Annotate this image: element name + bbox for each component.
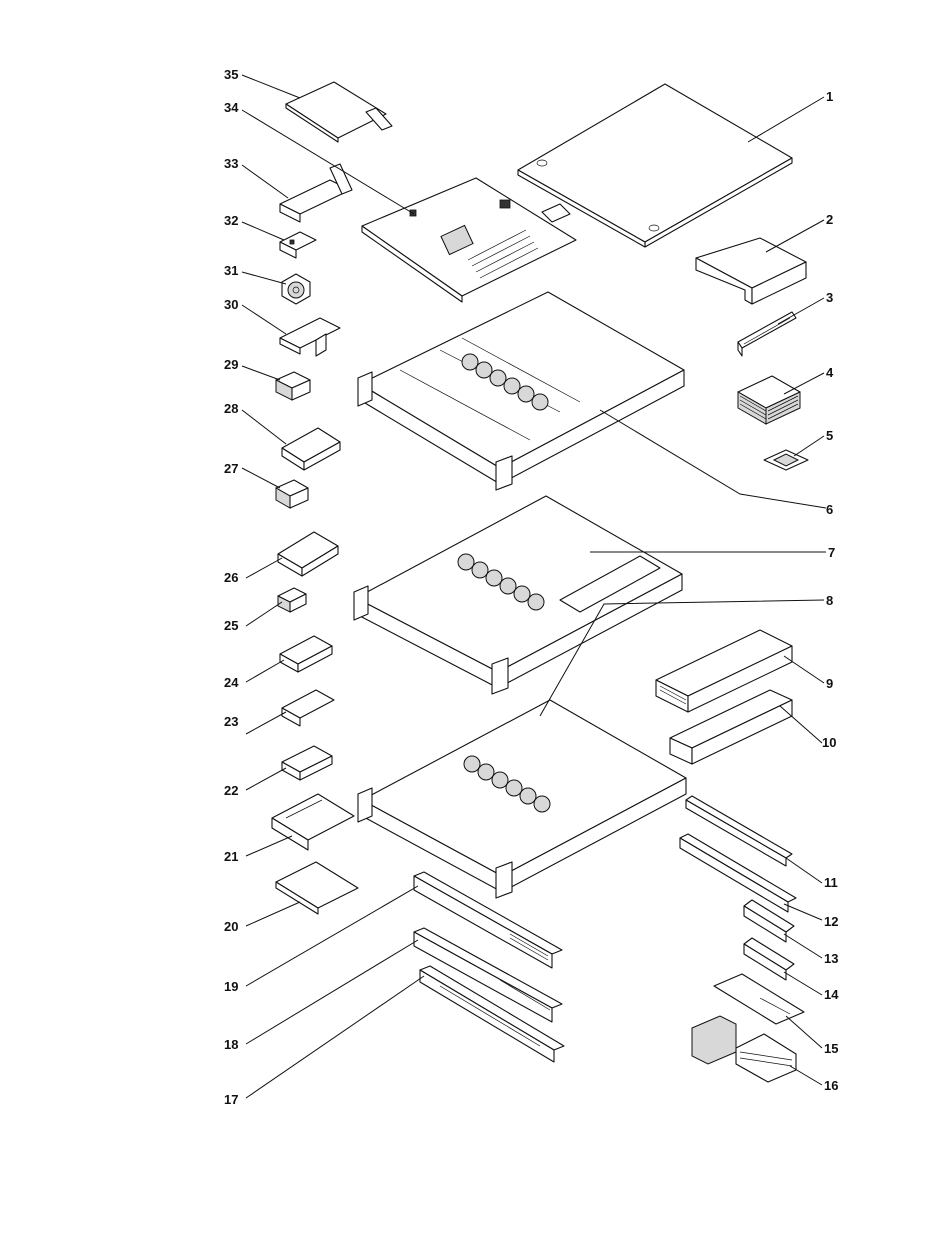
callout-29: 29 [224, 357, 238, 372]
callout-16: 16 [824, 1078, 838, 1093]
callout-24: 24 [224, 675, 239, 690]
part-15-adapter [714, 974, 804, 1024]
part-24-drive [280, 636, 332, 672]
callout-31: 31 [224, 263, 238, 278]
part-29-filler [276, 372, 310, 400]
part-7-chassis [354, 496, 682, 694]
callout-28: 28 [224, 401, 238, 416]
callout-33: 33 [224, 156, 238, 171]
callout-34: 34 [224, 100, 239, 115]
callout-21: 21 [224, 849, 238, 864]
callout-8: 8 [826, 593, 833, 608]
callout-20: 20 [224, 919, 238, 934]
callout-9: 9 [826, 676, 833, 691]
callout-6: 6 [826, 502, 833, 517]
part-35-riser-card [286, 82, 392, 142]
part-28-drive [282, 428, 340, 470]
callout-15: 15 [824, 1041, 838, 1056]
callout-13: 13 [824, 951, 838, 966]
part-31-fan [282, 274, 310, 304]
callout-10: 10 [822, 735, 836, 750]
callout-7: 7 [828, 545, 835, 560]
part-30-operator-panel [280, 318, 340, 356]
part-27-filler [276, 480, 308, 508]
callout-18: 18 [224, 1037, 238, 1052]
part-25-filler [278, 588, 306, 612]
callout-22: 22 [224, 783, 238, 798]
part-8-chassis [358, 700, 686, 898]
callout-35: 35 [224, 67, 238, 82]
part-4-heat-sink [738, 376, 800, 424]
part-6-chassis [358, 292, 684, 490]
part-5-processor [764, 450, 808, 470]
callout-3: 3 [826, 290, 833, 305]
part-2-air-baffle [696, 238, 806, 304]
part-16-riser-assembly [692, 1016, 796, 1082]
callout-32: 32 [224, 213, 238, 228]
callout-2: 2 [826, 212, 833, 227]
part-21-drive-filler [272, 794, 354, 850]
callout-17: 17 [224, 1092, 238, 1107]
part-22-drive [282, 746, 332, 780]
part-34-system-board [362, 178, 576, 302]
part-1-top-cover [518, 84, 792, 247]
part-32-usb-assembly [280, 232, 316, 258]
part-20-optical-drive [276, 862, 358, 914]
callout-1: 1 [826, 89, 833, 104]
callout-27: 27 [224, 461, 238, 476]
callout-23: 23 [224, 714, 238, 729]
part-23-drive-tray [282, 690, 334, 726]
callout-4: 4 [826, 365, 834, 380]
callout-11: 11 [824, 875, 838, 890]
callout-25: 25 [224, 618, 238, 633]
part-33-pci-adapter [280, 164, 352, 222]
callout-19: 19 [224, 979, 238, 994]
callout-12: 12 [824, 914, 838, 929]
part-26-drive [278, 532, 338, 576]
callout-30: 30 [224, 297, 238, 312]
callout-5: 5 [826, 428, 833, 443]
callout-14: 14 [824, 987, 839, 1002]
callout-26: 26 [224, 570, 238, 585]
